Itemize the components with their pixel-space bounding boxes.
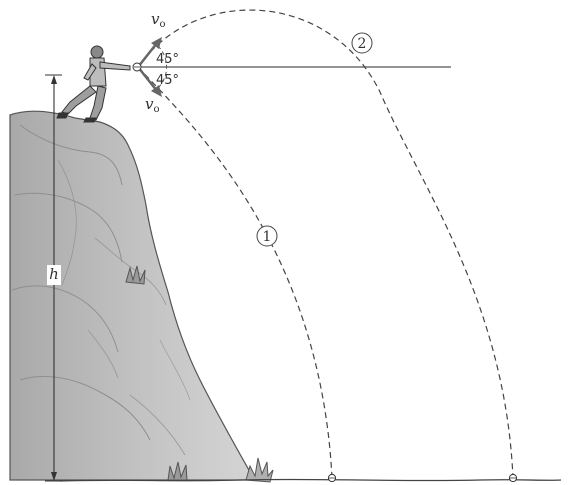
velocity-bottom-sub: o: [153, 104, 159, 115]
velocity-top-label: vo: [151, 10, 166, 30]
ground-plant-right: [245, 457, 274, 483]
velocity-bottom-label: vo: [145, 95, 160, 115]
landing-ball-2: [508, 473, 518, 483]
cliff-plant: [125, 265, 146, 285]
trajectory-2-path: [137, 9, 514, 479]
angle-down-label: 45°: [156, 73, 179, 88]
velocity-vector-up: [137, 37, 162, 68]
cliff: [9, 110, 264, 481]
angle-up-label: 45°: [156, 52, 179, 67]
trajectory-2-number: 2: [358, 36, 367, 52]
velocity-top-main: v: [151, 10, 160, 28]
trajectory-2-label: 2: [351, 32, 373, 54]
angle-arc: [157, 45, 168, 89]
trajectory-1-path: [137, 66, 333, 479]
velocity-top-sub: o: [159, 19, 165, 30]
trajectory-1-label: 1: [256, 225, 278, 247]
height-label: h: [49, 265, 59, 283]
landing-ball-1: [327, 473, 337, 483]
person-throwing: [56, 45, 131, 123]
height-dimension: [45, 74, 62, 482]
trajectory-1-number: 1: [263, 229, 272, 245]
launch-ball: [132, 62, 142, 72]
velocity-vector-down: [137, 66, 162, 97]
velocity-bottom-main: v: [145, 95, 154, 113]
ground-plant-left: [167, 461, 188, 481]
